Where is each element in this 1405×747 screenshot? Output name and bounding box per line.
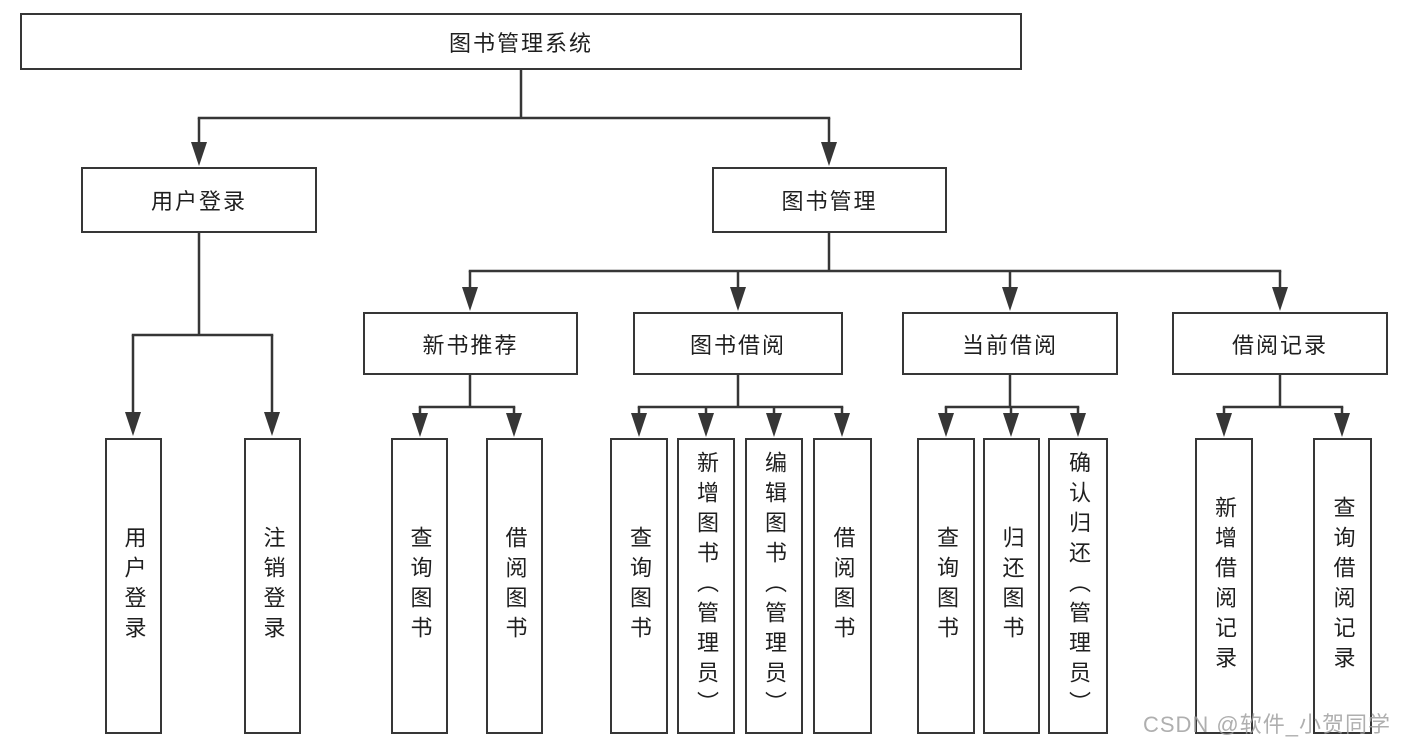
connector-root-to-level2 — [191, 70, 837, 166]
leaf-label: 用户登录 — [121, 526, 147, 646]
node-leaf-logout: 注销登录 — [244, 438, 301, 734]
connector-currentborrow-to-leaves — [938, 375, 1086, 437]
node-leaf-query-books-current: 查询图书 — [917, 438, 975, 734]
node-leaf-edit-book-admin: 编辑图书（管理员） — [745, 438, 803, 734]
node-leaf-borrow-books: 借阅图书 — [813, 438, 872, 734]
leaf-label: 新增借阅记录 — [1212, 496, 1237, 676]
node-leaf-confirm-return-admin: 确认归还（管理员） — [1048, 438, 1108, 734]
node-book-borrow: 图书借阅 — [633, 312, 843, 375]
connector-userlogin-to-leaves — [125, 233, 280, 436]
node-new-book-recommend: 新书推荐 — [363, 312, 578, 375]
node-leaf-query-books-borrow: 查询图书 — [610, 438, 668, 734]
node-leaf-borrow-books-recommend: 借阅图书 — [486, 438, 543, 734]
connector-newbook-to-leaves — [412, 375, 522, 437]
node-user-login: 用户登录 — [81, 167, 317, 233]
leaf-label: 借阅图书 — [830, 526, 856, 646]
leaf-label: 编辑图书（管理员） — [762, 451, 787, 721]
csdn-watermark: CSDN @软件_小贺同学 — [1142, 712, 1391, 737]
leaf-label: 查询图书 — [934, 526, 959, 646]
node-leaf-query-borrow-record: 查询借阅记录 — [1313, 438, 1372, 734]
leaf-label: 借阅图书 — [502, 526, 528, 646]
leaf-label: 确认归还（管理员） — [1066, 451, 1091, 721]
leaf-label: 新增图书（管理员） — [694, 451, 719, 721]
connector-bookmgmt-to-level3 — [462, 233, 1288, 311]
leaf-label: 查询图书 — [627, 526, 652, 646]
connector-borrowrecords-to-leaves — [1216, 375, 1350, 437]
node-leaf-query-books-recommend: 查询图书 — [391, 438, 448, 734]
leaf-label: 查询借阅记录 — [1330, 496, 1356, 676]
node-leaf-add-borrow-record: 新增借阅记录 — [1195, 438, 1253, 734]
node-book-management: 图书管理 — [712, 167, 947, 233]
node-library-system: 图书管理系统 — [20, 13, 1022, 70]
node-leaf-user-login: 用户登录 — [105, 438, 162, 734]
node-leaf-return-books: 归还图书 — [983, 438, 1040, 734]
node-borrow-records: 借阅记录 — [1172, 312, 1388, 375]
connector-bookborrow-to-leaves — [631, 375, 850, 437]
leaf-label: 归还图书 — [999, 526, 1025, 646]
leaf-label: 注销登录 — [260, 526, 286, 646]
node-current-borrow: 当前借阅 — [902, 312, 1118, 375]
node-leaf-add-book-admin: 新增图书（管理员） — [677, 438, 735, 734]
leaf-label: 查询图书 — [407, 526, 433, 646]
